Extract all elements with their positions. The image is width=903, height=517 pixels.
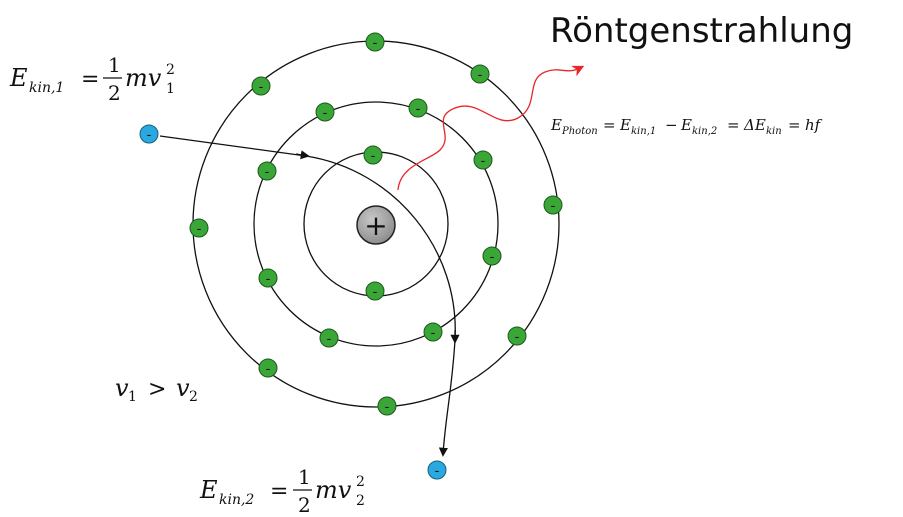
shell-electron: - <box>366 282 384 300</box>
svg-text:=: = <box>603 116 616 134</box>
svg-text:2: 2 <box>166 62 175 78</box>
svg-text:-: - <box>371 149 376 164</box>
svg-text:E: E <box>619 116 631 134</box>
svg-text:Photon: Photon <box>561 126 598 137</box>
svg-text:-: - <box>266 272 271 287</box>
svg-text:2: 2 <box>298 493 311 517</box>
nucleus: + <box>357 206 395 244</box>
shell-electron: - <box>424 323 442 341</box>
velocity-comparison: v 1 > v 2 <box>115 374 198 405</box>
svg-text:-: - <box>490 250 495 265</box>
svg-text:1: 1 <box>128 389 137 405</box>
electron-trajectory <box>160 136 455 340</box>
svg-text:-: - <box>147 128 152 143</box>
nucleus-sign: + <box>364 209 387 242</box>
shell-electron: - <box>483 247 501 265</box>
electron-outgoing: - <box>428 461 446 479</box>
shell-electron: - <box>258 162 276 180</box>
svg-text:2: 2 <box>356 474 365 490</box>
shell-electron: - <box>378 397 396 415</box>
svg-text:>: > <box>148 377 166 402</box>
svg-text:kin: kin <box>766 126 782 137</box>
svg-text:-: - <box>259 80 264 95</box>
svg-text:E: E <box>550 116 562 134</box>
svg-text:mv: mv <box>315 476 352 504</box>
svg-text:v: v <box>176 374 190 402</box>
shell-electron: - <box>259 269 277 287</box>
svg-text:v: v <box>115 374 129 402</box>
svg-text:1: 1 <box>108 53 121 77</box>
svg-text:-: - <box>265 165 270 180</box>
equation-ekin2: E kin,2 = 1 2 mv 2 2 <box>199 465 365 517</box>
shell-electron: - <box>316 103 334 121</box>
title-roentgenstrahlung: Röntgenstrahlung <box>550 11 853 51</box>
svg-text:E: E <box>199 476 218 504</box>
svg-text:-: - <box>416 102 421 117</box>
svg-text:E: E <box>9 64 28 92</box>
svg-text:kin,1: kin,1 <box>631 126 656 137</box>
shell-electron: - <box>409 99 427 117</box>
equation-ekin1: E kin,1 = 1 2 mv 2 1 <box>9 53 175 105</box>
svg-text:mv: mv <box>125 64 162 92</box>
svg-text:kin,2: kin,2 <box>692 126 717 137</box>
svg-text:=: = <box>788 116 801 134</box>
svg-text:-: - <box>435 464 440 479</box>
shell-electron: - <box>320 329 338 347</box>
svg-text:-: - <box>266 362 271 377</box>
svg-text:kin,2: kin,2 <box>219 492 254 508</box>
svg-text:-: - <box>327 332 332 347</box>
svg-text:ΔE: ΔE <box>743 116 766 134</box>
svg-text:-: - <box>431 326 436 341</box>
shell-electron: - <box>544 196 562 214</box>
svg-text:=: = <box>81 67 99 92</box>
svg-text:hf: hf <box>805 116 823 134</box>
svg-text:-: - <box>481 154 486 169</box>
svg-text:kin,1: kin,1 <box>29 80 64 96</box>
svg-text:-: - <box>373 285 378 300</box>
electron-incoming: - <box>140 125 158 143</box>
svg-text:1: 1 <box>298 465 311 489</box>
svg-text:-: - <box>373 36 378 51</box>
shell-electron: - <box>190 219 208 237</box>
svg-text:=: = <box>727 116 740 134</box>
svg-text:2: 2 <box>189 389 198 405</box>
svg-text:=: = <box>270 479 288 504</box>
svg-text:-: - <box>478 68 483 83</box>
equation-photon-energy: E Photon = E kin,1 − E kin,2 = ΔE kin = … <box>550 116 823 137</box>
svg-text:-: - <box>323 106 328 121</box>
shell-electron: - <box>259 359 277 377</box>
shell-electron: - <box>508 327 526 345</box>
svg-text:−: − <box>665 116 678 134</box>
svg-text:E: E <box>680 116 692 134</box>
shell-electron: - <box>252 77 270 95</box>
svg-text:2: 2 <box>356 493 365 509</box>
electron-trajectory-exit <box>443 340 455 455</box>
svg-text:2: 2 <box>108 81 121 105</box>
shell-electron: - <box>471 65 489 83</box>
shell-electron: - <box>364 146 382 164</box>
svg-text:-: - <box>385 400 390 415</box>
svg-text:-: - <box>551 199 556 214</box>
svg-text:-: - <box>515 330 520 345</box>
svg-text:-: - <box>197 222 202 237</box>
shell-electron: - <box>366 33 384 51</box>
svg-text:1: 1 <box>166 81 175 97</box>
shell-electron: - <box>474 151 492 169</box>
